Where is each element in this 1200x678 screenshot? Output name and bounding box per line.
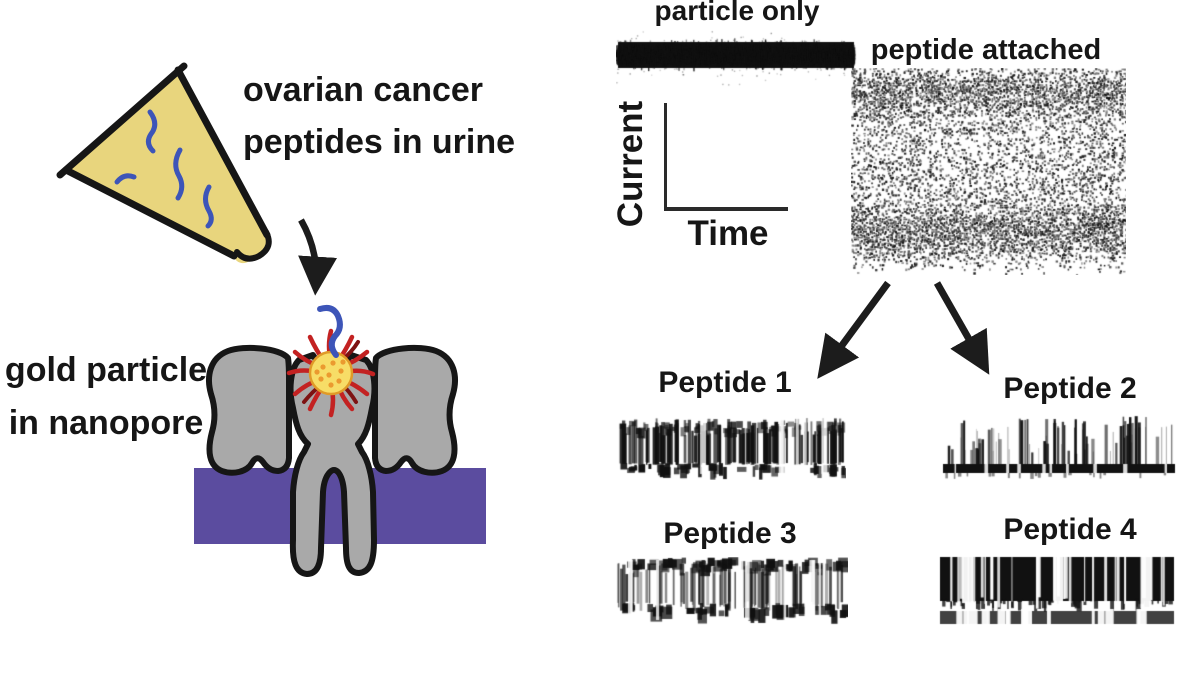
funnel-peptide-squiggles (114, 109, 214, 229)
nanopore-right-lobe (372, 344, 458, 476)
current-axis-label: Current (611, 100, 650, 228)
peptide-attached-label: peptide attached (870, 34, 1102, 66)
pore-label-line1: gold particle (4, 351, 208, 389)
funnel-body (66, 70, 268, 264)
peptide-squiggle-icon (203, 184, 214, 229)
peptide-1-trace (616, 410, 846, 480)
peptide-squiggle-icon (173, 147, 185, 201)
time-axis-label: Time (687, 214, 769, 253)
sample-label-line2: peptides in urine (243, 123, 516, 161)
peptide-3-label: Peptide 3 (663, 517, 797, 550)
peptide-squiggle-icon (145, 109, 158, 154)
peptide-2-label: Peptide 2 (1003, 372, 1137, 405)
funnel-right-edge-stroke (174, 66, 271, 239)
peptide-4-label: Peptide 4 (1003, 513, 1137, 546)
current-axis-line (664, 103, 667, 210)
gold-particle-speckles (314, 359, 346, 388)
branch-arrow-left-icon (817, 280, 891, 379)
time-axis-line (664, 207, 788, 211)
branch-arrow-right-icon (933, 281, 990, 375)
funnel-tip-stroke (234, 229, 272, 262)
nanopore-left-lobe (206, 344, 292, 476)
sample-label-line1: ovarian cancer (243, 71, 484, 109)
peptide-4-trace (938, 553, 1178, 629)
bound-peptide-squiggle-icon (317, 304, 343, 358)
peptide-2-trace (941, 412, 1179, 480)
particle-only-trace (616, 28, 858, 98)
sample-label: ovarian cancer peptides in urine (243, 64, 515, 168)
peptide-attached-trace (851, 68, 1126, 275)
pore-label: gold particle in nanopore (0, 344, 212, 450)
pour-arrow-icon (298, 218, 338, 296)
peptide-squiggle-icon (114, 173, 137, 185)
funnel-outline (56, 62, 272, 262)
pore-label-line2: in nanopore (8, 404, 204, 442)
funnel-left-edge-stroke (62, 166, 238, 260)
funnel-rim-stroke (56, 62, 188, 179)
peptide-1-label: Peptide 1 (658, 366, 792, 399)
peptide-3-trace (612, 557, 848, 625)
particle-only-label: particle only (654, 0, 820, 26)
